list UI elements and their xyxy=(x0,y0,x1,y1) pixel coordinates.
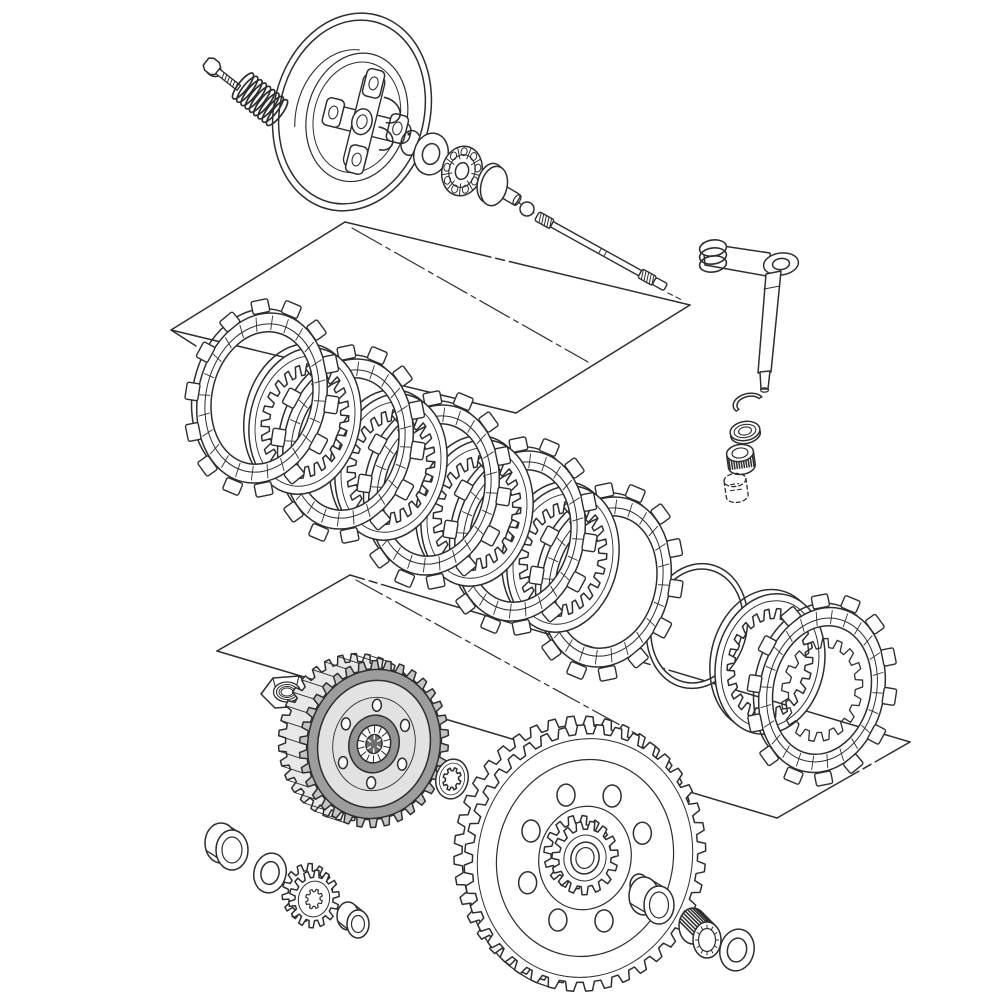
small-collar: Collar xyxy=(336,901,370,939)
spacer-collar: Spacer collar xyxy=(204,822,249,871)
arm-bearing: Release arm needle bearing xyxy=(725,443,756,476)
clutch-hub: Clutch center hub xyxy=(277,652,450,829)
steel-ball: Steel ball xyxy=(519,201,535,217)
friction-plate: Clutch friction plate xyxy=(442,436,598,636)
pressure-plate-bolt: Clutch spring bolt xyxy=(202,57,242,91)
clutch-basket: Clutch outer basket / primary driven gea… xyxy=(453,715,707,992)
release-arm: Clutch release arm xyxy=(698,239,800,393)
release-bearing: Clutch lifter bearing xyxy=(440,145,484,197)
friction-plate: Clutch friction plate xyxy=(184,298,340,498)
circlip: Circlip xyxy=(400,129,420,156)
basket-bushing: Clutch outer bushing xyxy=(628,876,675,925)
flat-washer: Washer xyxy=(253,852,287,894)
lifter-rod: Clutch lifter rod xyxy=(534,211,668,291)
judder-friction-plate: Friction plate with judder spring xyxy=(746,593,898,787)
needle-bearing: Needle bearing xyxy=(678,907,722,959)
arm-bore-hidden: Release arm bore (hidden) xyxy=(723,472,749,504)
outer-washer: Washer xyxy=(719,928,755,972)
lifter-piece: Clutch lifter piece xyxy=(476,162,522,207)
thrust-washer: Splined thrust washer xyxy=(435,758,469,800)
clutch-spring: Clutch spring xyxy=(231,72,289,127)
snap-ring: Snap ring xyxy=(732,392,763,412)
drive-gear: Oil pump drive gear xyxy=(281,862,340,929)
oil-seal: Oil seal xyxy=(729,420,762,445)
